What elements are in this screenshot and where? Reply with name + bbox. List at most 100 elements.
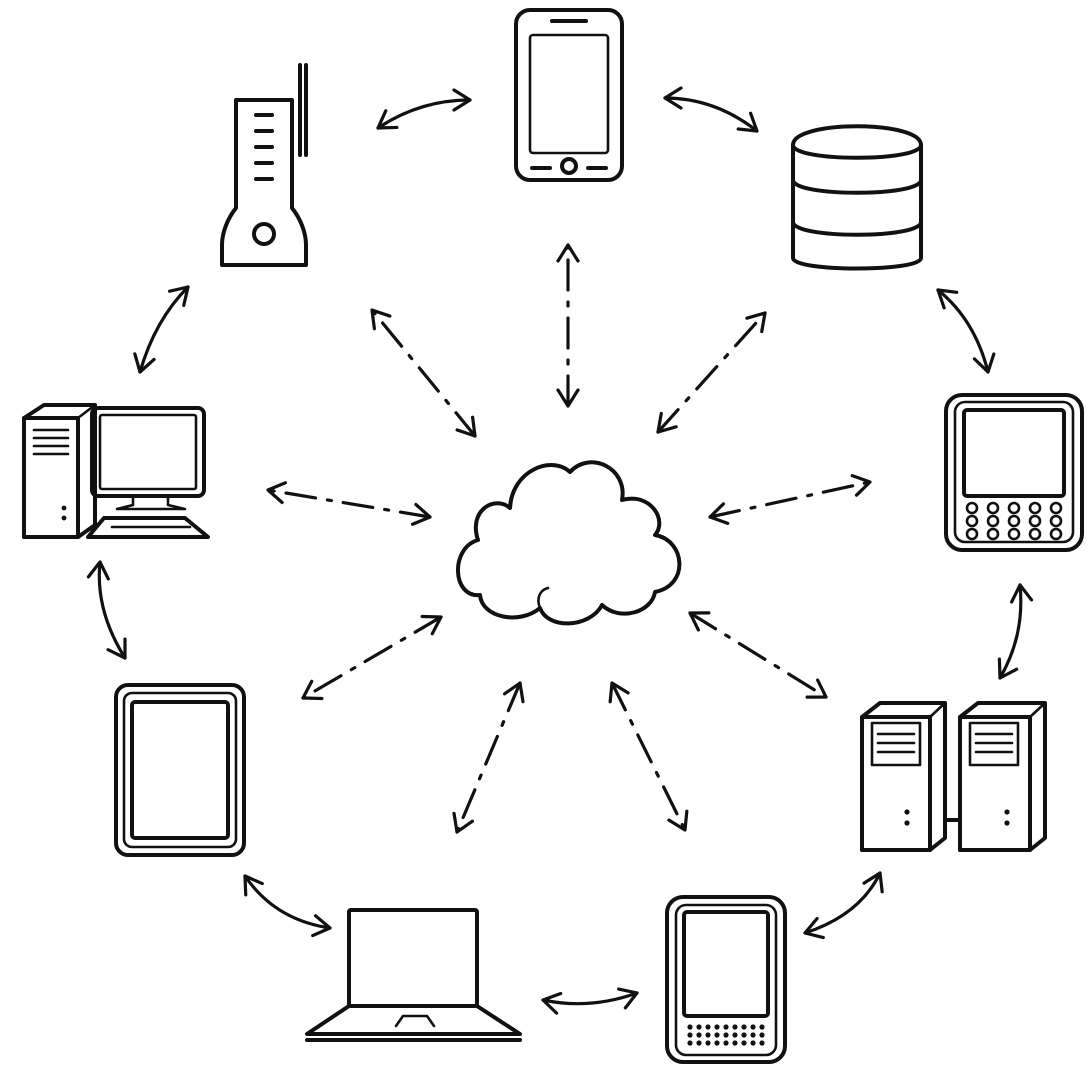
keypad-key [705, 1024, 711, 1030]
arrowhead [1010, 583, 1034, 604]
arrowhead [997, 657, 1019, 680]
link-database-keyboard-phone [936, 288, 996, 374]
keypad-key [696, 1032, 702, 1038]
link-laptop-tablet [243, 874, 332, 938]
keypad-key [965, 514, 979, 528]
keypad-key [750, 1024, 756, 1030]
link-cloud-tablet [301, 614, 443, 701]
dash-dot-line [708, 480, 872, 519]
link-cloud-smartphone [556, 243, 580, 408]
link-desktop-router [133, 285, 190, 374]
keypad-key [965, 501, 979, 515]
link-servers-ereader [803, 871, 884, 940]
arrowhead [410, 502, 432, 526]
arrowhead [556, 243, 580, 263]
link-cloud-ereader [608, 681, 689, 832]
curved-line [376, 98, 472, 130]
link-cloud-keyboard-phone [708, 474, 872, 525]
keypad-key [723, 1024, 729, 1030]
dash-dot-line [266, 488, 432, 519]
smartphone-icon [514, 8, 624, 182]
arrowhead [452, 811, 475, 834]
arrowhead [420, 614, 443, 636]
keypad-key [741, 1024, 747, 1030]
link-router-smartphone [376, 88, 472, 130]
server-tower-icon [860, 701, 1047, 852]
curved-line [541, 991, 639, 1006]
keypad-key [1049, 527, 1063, 541]
arrowhead [370, 308, 392, 331]
keypad-key [759, 1024, 765, 1030]
keypad-key [714, 1032, 720, 1038]
keypad-key [732, 1040, 738, 1046]
keypad-key [723, 1032, 729, 1038]
curved-line [803, 871, 882, 935]
arrowhead [805, 678, 828, 699]
arrowhead [452, 88, 472, 112]
curved-line [998, 583, 1023, 680]
keypad-key [1007, 514, 1021, 528]
keypad-key [750, 1040, 756, 1046]
link-smartphone-database [663, 86, 759, 133]
arrowhead [736, 111, 759, 133]
dash-dot-line [656, 311, 767, 434]
keypad-key [986, 501, 1000, 515]
dash-dot-line [688, 611, 828, 699]
arrowhead [803, 916, 825, 940]
arrowhead [556, 388, 580, 408]
link-cloud-database [656, 311, 767, 434]
keypad-key [750, 1032, 756, 1038]
keypad-key [1028, 514, 1042, 528]
arrowhead [656, 411, 678, 434]
database-icon [791, 124, 923, 271]
keypad-key [696, 1024, 702, 1030]
arrowhead [667, 809, 689, 832]
curved-line [243, 874, 332, 930]
arrowhead [86, 560, 110, 581]
keypad-key [986, 527, 1000, 541]
arrowhead [862, 871, 884, 894]
link-cloud-desktop [266, 481, 432, 526]
dash-dot-line [370, 308, 477, 438]
dash-dot-line [610, 681, 687, 832]
arrowhead [168, 285, 190, 307]
tablet-icon [114, 683, 246, 857]
arrowhead [850, 474, 872, 497]
keypad-key [732, 1032, 738, 1038]
arrowhead [688, 611, 711, 632]
arrowhead [243, 874, 264, 897]
arrowhead [376, 109, 399, 130]
keypad-key [1007, 527, 1021, 541]
keypad-key [687, 1032, 693, 1038]
dash-dot-line [301, 615, 443, 700]
keypad-key [1028, 501, 1042, 515]
cloud-icon [456, 460, 682, 626]
link-ereader-laptop [541, 987, 639, 1015]
arrowhead [608, 681, 630, 704]
arrowhead [133, 352, 156, 374]
arrowhead [745, 311, 767, 334]
link-keyboard-phone-servers [997, 583, 1034, 680]
keypad-key [1028, 527, 1042, 541]
arrowhead [972, 352, 996, 374]
keypad-key [696, 1040, 702, 1046]
arrowhead [311, 914, 332, 938]
keypad-key [714, 1024, 720, 1030]
curved-line [97, 560, 127, 660]
arrowhead [616, 987, 639, 1010]
link-cloud-router [370, 308, 477, 438]
keypad-key [759, 1032, 765, 1038]
keypad-key [705, 1032, 711, 1038]
arrowhead [708, 502, 730, 525]
arrowhead [301, 679, 324, 701]
curved-line [663, 96, 759, 133]
keypad-key [687, 1024, 693, 1030]
keypad-key [705, 1040, 711, 1046]
arrowhead [266, 481, 288, 505]
keypad-key [759, 1040, 765, 1046]
arrowhead [455, 415, 477, 438]
keypad-key [1049, 514, 1063, 528]
curved-line [936, 288, 990, 374]
